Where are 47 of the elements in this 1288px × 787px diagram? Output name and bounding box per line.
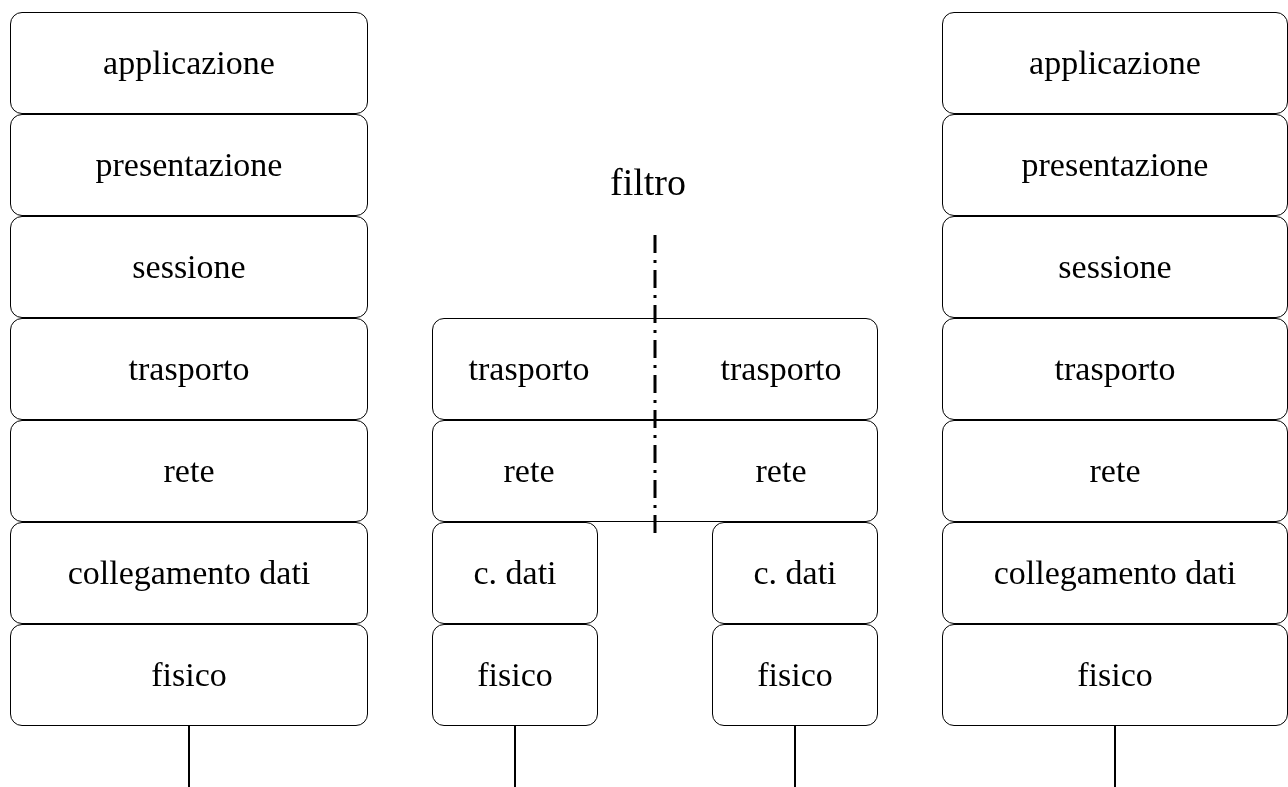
layer-box — [942, 420, 1288, 522]
layer-box — [942, 216, 1288, 318]
layer-box — [432, 624, 598, 726]
layer-name: presentazione — [95, 146, 283, 184]
layer-box — [10, 114, 368, 216]
layer-name: collegamento dati — [993, 554, 1237, 592]
layer-name: sessione — [1058, 248, 1172, 286]
layer-box — [10, 12, 368, 114]
connection-line — [188, 725, 190, 787]
layer-box — [942, 318, 1288, 420]
layer-name: fisico — [151, 656, 227, 694]
layer-name: fisico — [1077, 656, 1153, 694]
layer-name: applicazione — [103, 44, 275, 82]
layer-box — [942, 114, 1288, 216]
layer-box — [432, 318, 878, 420]
layer-box — [432, 420, 878, 522]
connection-line — [514, 725, 516, 787]
layer-name: rete — [1089, 452, 1141, 490]
connection-line — [794, 725, 796, 787]
layer-name: rete — [754, 452, 808, 490]
layer-name: trasporto — [719, 350, 843, 388]
layer-box — [942, 624, 1288, 726]
layer-box — [942, 522, 1288, 624]
layer-box — [10, 216, 368, 318]
layer-box — [432, 522, 598, 624]
layer-name: c. dati — [753, 554, 837, 592]
layer-box — [10, 318, 368, 420]
layer-name: trasporto — [1054, 350, 1176, 388]
layer-name: c. dati — [473, 554, 557, 592]
layer-name: rete — [502, 452, 556, 490]
layer-box — [10, 420, 368, 522]
layer-name: trasporto — [467, 350, 591, 388]
layer-name: presentazione — [1021, 146, 1209, 184]
layer-name: fisico — [757, 656, 833, 694]
layer-box — [10, 522, 368, 624]
layer-name: applicazione — [1029, 44, 1201, 82]
layer-name: fisico — [477, 656, 553, 694]
filter-label: filtro — [610, 160, 686, 204]
layer-box — [712, 522, 878, 624]
layer-name: trasporto — [128, 350, 250, 388]
layer-name: collegamento dati — [67, 554, 311, 592]
layer-name: sessione — [132, 248, 246, 286]
layer-box — [712, 624, 878, 726]
connection-line — [1114, 725, 1116, 787]
layer-box — [10, 624, 368, 726]
layer-box — [942, 12, 1288, 114]
layer-name: rete — [163, 452, 215, 490]
